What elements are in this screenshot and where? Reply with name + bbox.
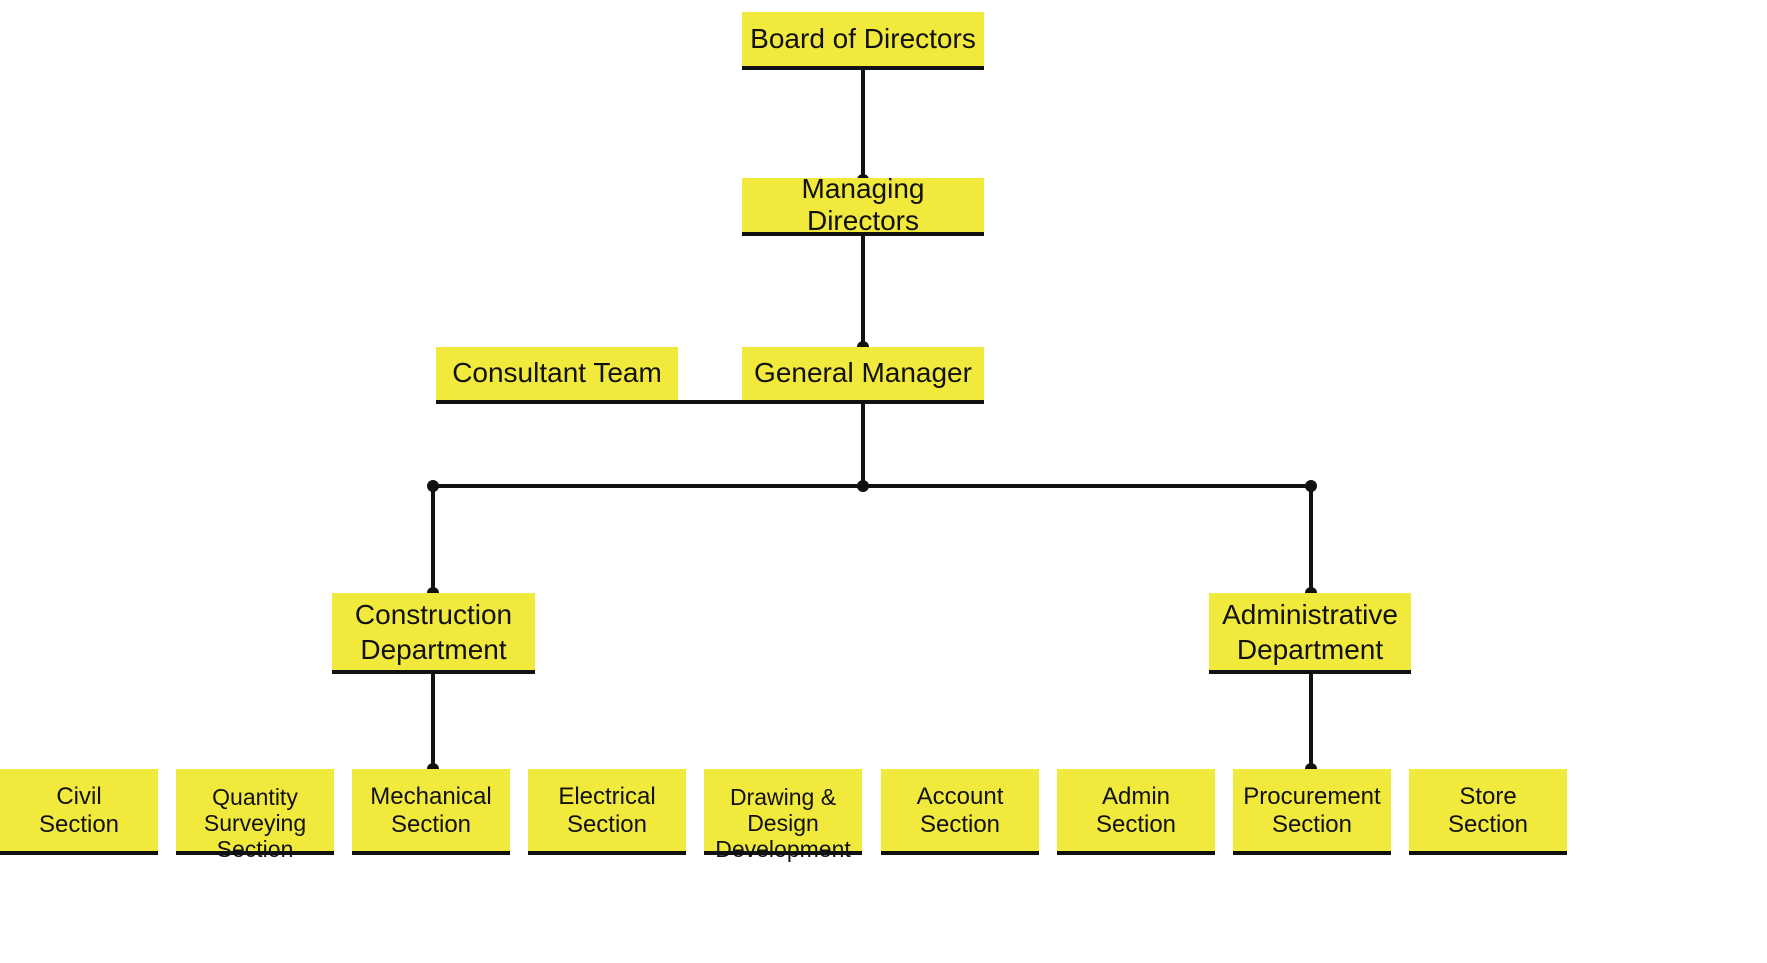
connector-board-to-managing xyxy=(861,68,865,181)
account-section-box: Account Section xyxy=(881,769,1039,855)
connector-managing-to-general xyxy=(861,234,865,347)
consultant-team-box: Consultant Team xyxy=(436,347,678,404)
connector-dot xyxy=(1305,480,1317,492)
civil-section-box: Civil Section xyxy=(0,769,158,855)
connector-construction-to-mechanical xyxy=(431,671,435,769)
administrative-department-box: Administrative Department xyxy=(1209,593,1411,674)
connector-administrative-to-procurement xyxy=(1309,671,1313,769)
connector-general-to-departments-vertical xyxy=(861,402,865,486)
connector-to-construction xyxy=(431,486,435,594)
electrical-section-box: Electrical Section xyxy=(528,769,686,855)
admin-section-box: Admin Section xyxy=(1057,769,1215,855)
construction-department-label: Construction Department xyxy=(354,598,513,665)
consultant-team-label: Consultant Team xyxy=(452,357,662,389)
connector-dot xyxy=(427,480,439,492)
general-manager-box: General Manager xyxy=(742,347,984,404)
board-of-directors-box: Board of Directors xyxy=(742,12,984,70)
store-section-label: Store Section xyxy=(1447,783,1529,838)
admin-section-label: Admin Section xyxy=(1095,783,1177,838)
mechanical-section-box: Mechanical Section xyxy=(352,769,510,855)
quantity-surveying-section-box: Quantity Surveying Section xyxy=(176,769,334,861)
administrative-department-label: Administrative Department xyxy=(1222,598,1398,665)
construction-department-box: Construction Department xyxy=(332,593,535,674)
drawing-design-development-label: Drawing & Design Development xyxy=(715,784,851,862)
drawing-design-development-box: Drawing & Design Development xyxy=(704,769,862,861)
connector-dot xyxy=(857,480,869,492)
connector-consultant-to-general xyxy=(436,400,983,404)
connector-departments-horizontal xyxy=(432,484,1313,488)
managing-directors-label: Managing Directors xyxy=(801,172,925,236)
mechanical-section-label: Mechanical Section xyxy=(370,783,492,838)
procurement-section-label: Procurement Section xyxy=(1243,783,1381,838)
store-section-box: Store Section xyxy=(1409,769,1567,855)
procurement-section-box: Procurement Section xyxy=(1233,769,1391,855)
civil-section-label: Civil Section xyxy=(38,783,120,838)
connector-to-administrative xyxy=(1309,486,1313,594)
electrical-section-label: Electrical Section xyxy=(558,783,656,838)
managing-directors-box: Managing Directors xyxy=(742,173,984,236)
general-manager-label: General Manager xyxy=(754,357,972,389)
account-section-label: Account Section xyxy=(916,783,1004,838)
board-of-directors-label: Board of Directors xyxy=(750,22,976,54)
quantity-surveying-section-label: Quantity Surveying Section xyxy=(203,784,307,862)
